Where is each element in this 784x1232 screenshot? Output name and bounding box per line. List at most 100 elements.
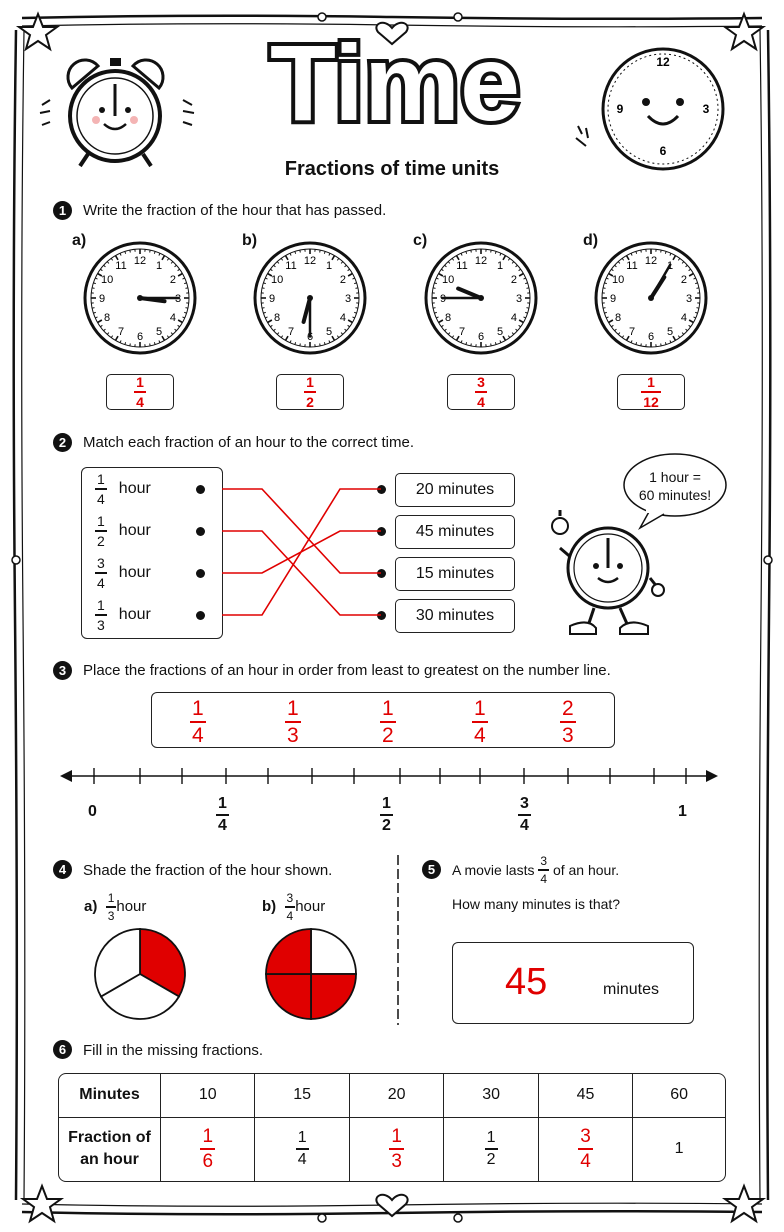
match-line <box>222 530 381 616</box>
question-number-5: 5 <box>422 860 441 879</box>
table-minutes-cell: 30 <box>443 1074 539 1118</box>
match-dot-right[interactable] <box>377 611 386 620</box>
number-line-label-0: 0 <box>88 803 97 820</box>
table-minutes-cell: 20 <box>348 1074 445 1118</box>
match-dot-left[interactable] <box>196 611 205 620</box>
clock-number: 4 <box>170 312 176 324</box>
clock-number: 9 <box>610 293 616 305</box>
clock-number: 2 <box>511 274 517 286</box>
minutes-option: 30 minutes <box>395 599 515 633</box>
clock-number: 2 <box>170 274 176 286</box>
clock-number: 12 <box>656 55 670 69</box>
clock-number: 3 <box>703 102 710 116</box>
pie-slice[interactable] <box>265 928 312 975</box>
clock-number: 12 <box>645 255 657 267</box>
clock-number: 10 <box>101 274 113 286</box>
minutes-option: 20 minutes <box>395 473 515 507</box>
clock-number: 4 <box>340 312 346 324</box>
clock-label: a) <box>72 232 87 249</box>
match-dot-left[interactable] <box>196 569 205 578</box>
q5-question: How many minutes is that? <box>452 896 621 912</box>
q4-instruction: Shade the fraction of the hour shown. <box>83 862 333 879</box>
fraction-list-box <box>81 467 223 639</box>
clock-face: 121234567891011 <box>594 241 708 355</box>
pie-slice[interactable] <box>310 928 357 975</box>
title-text: Time <box>270 22 520 140</box>
clock-number: 5 <box>326 326 332 338</box>
clock-number: 6 <box>660 144 667 158</box>
minutes-option: 15 minutes <box>395 557 515 591</box>
clock-label: b) <box>242 232 258 249</box>
q4a-letter: a) <box>84 898 98 916</box>
match-dot-right[interactable] <box>377 527 386 536</box>
match-dot-right[interactable] <box>377 485 386 494</box>
speech-bubble <box>623 453 727 531</box>
q2-instruction: Match each fraction of an hour to the co… <box>83 434 414 451</box>
clock-face: 121234567891011 <box>83 241 197 355</box>
clock-number: 4 <box>511 312 517 324</box>
q5-answer-box[interactable]: 45 minutes <box>452 942 694 1024</box>
number-line-label-1: 1 <box>678 803 687 820</box>
clock-number: 5 <box>156 326 162 338</box>
clock-mascot-icon <box>551 510 665 635</box>
pie-slice[interactable] <box>310 973 357 1020</box>
pie-slice[interactable] <box>99 972 181 1020</box>
pie-a[interactable] <box>92 926 188 1022</box>
clock-number: 8 <box>615 312 621 324</box>
table-minutes-cell: 10 <box>159 1074 256 1118</box>
clock-2: 121234567891011 <box>253 241 367 355</box>
pie-slice[interactable] <box>265 973 312 1020</box>
minutes-option: 45 minutes <box>395 515 515 549</box>
match-line <box>222 488 381 616</box>
arrow-right-icon <box>706 770 718 782</box>
page-title: Time <box>210 18 580 147</box>
match-dot-right[interactable] <box>377 569 386 578</box>
clock-number: 3 <box>345 293 351 305</box>
clock-number: 6 <box>478 331 484 343</box>
clock-number: 6 <box>137 331 143 343</box>
clock-number: 4 <box>681 312 687 324</box>
pie-slice[interactable] <box>94 928 141 998</box>
clock-number: 9 <box>617 102 624 116</box>
question-number-2: 2 <box>53 433 72 452</box>
bubble-line-1: 1 hour = <box>649 469 701 485</box>
clock-number: 7 <box>288 326 294 338</box>
table-header-minutes: Minutes <box>59 1074 161 1118</box>
clock-number: 12 <box>304 255 316 267</box>
pie-b[interactable] <box>263 926 359 1022</box>
question-number-1: 1 <box>53 201 72 220</box>
clock-number: 12 <box>134 255 146 267</box>
heart-icon <box>375 21 409 46</box>
match-dot-left[interactable] <box>196 485 205 494</box>
q1-instruction: Write the fraction of the hour that has … <box>83 202 387 219</box>
section-divider <box>397 855 399 1025</box>
heart-icon <box>375 1193 409 1218</box>
match-dot-left[interactable] <box>196 527 205 536</box>
